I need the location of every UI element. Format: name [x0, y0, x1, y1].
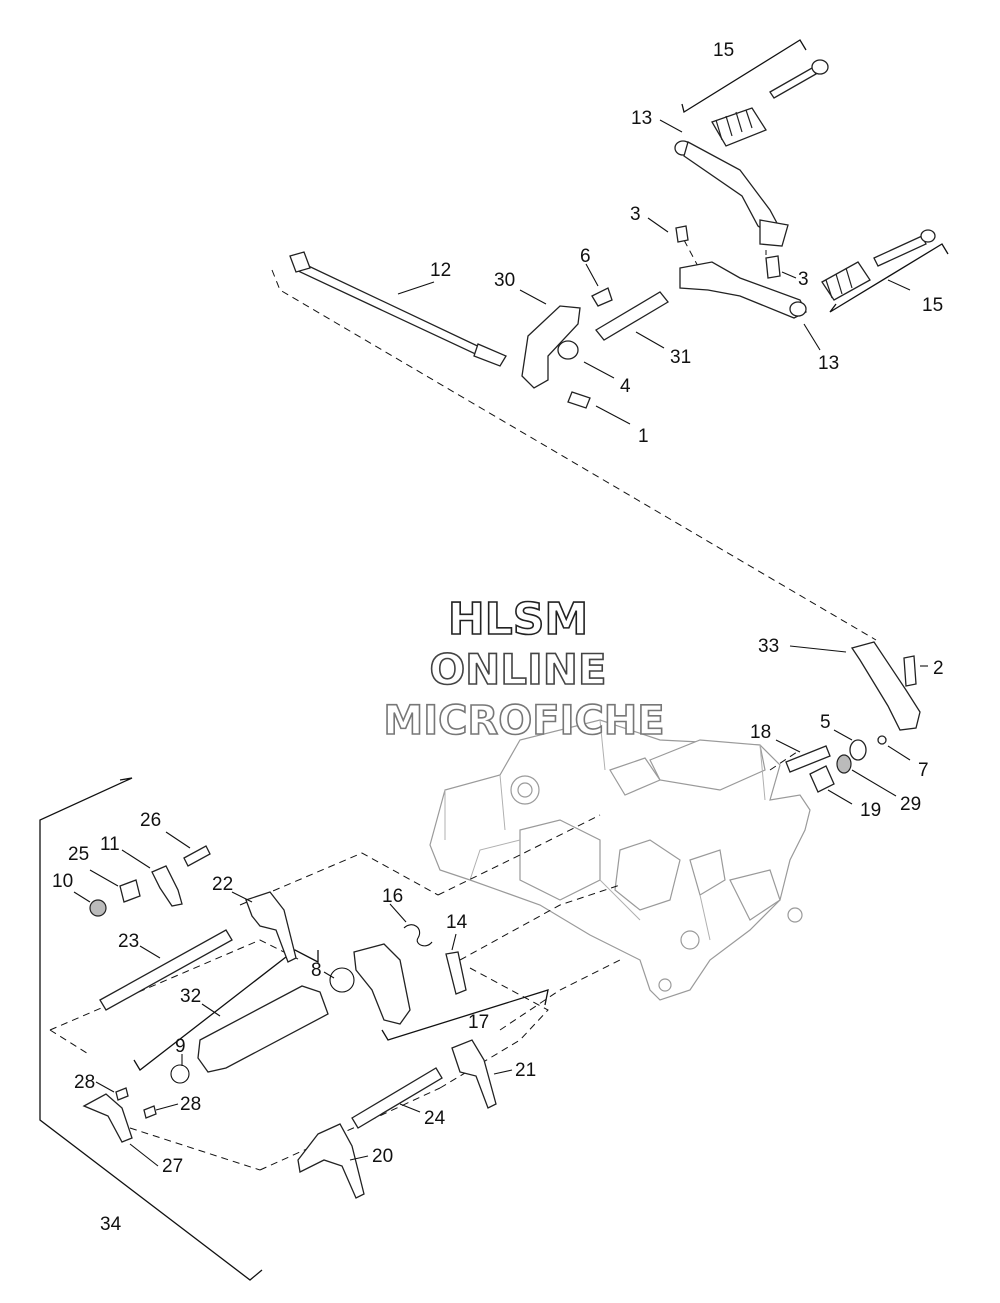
bushing-19	[809, 765, 835, 793]
bolt-18	[785, 745, 831, 773]
bolt-1	[567, 391, 591, 409]
shift-lever-13-lower	[679, 261, 807, 319]
shaft-31	[595, 291, 669, 341]
clip-7	[877, 735, 887, 745]
nut-10	[89, 899, 107, 917]
callout-33: 33	[758, 636, 779, 657]
callout-21: 21	[515, 1060, 536, 1081]
callout-25: 25	[68, 844, 89, 865]
callout-20: 20	[372, 1146, 393, 1167]
shift-lever-13-upper	[674, 140, 789, 247]
bushing-4	[557, 340, 579, 360]
nut-6	[591, 287, 613, 307]
shifter-lever-30	[521, 305, 581, 389]
transmission-housing-outline	[429, 719, 811, 1001]
fork-shaft-24	[351, 1067, 443, 1129]
shift-fork-20	[297, 1123, 365, 1199]
callout-13-upper: 13	[631, 108, 652, 129]
callout-8: 8	[311, 960, 322, 981]
bolt-2	[903, 655, 917, 687]
retainer-plate-27	[82, 1093, 133, 1143]
seal-29	[836, 754, 852, 774]
callout-9: 9	[175, 1036, 186, 1057]
callout-3-upper: 3	[630, 204, 641, 225]
callout-labels: 15 13 3 3 15 13 6 30 12 31 4 1 33 2 5 18…	[52, 40, 944, 1235]
callout-14: 14	[446, 912, 468, 933]
callout-18: 18	[750, 722, 771, 743]
shift-shaft-17	[353, 943, 411, 1025]
callout-23: 23	[118, 931, 139, 952]
callout-22: 22	[212, 874, 233, 895]
pawl-14	[445, 951, 467, 995]
bolt-3-upper	[675, 225, 689, 243]
detent-arm-11	[151, 865, 183, 907]
callout-26: 26	[140, 810, 161, 831]
sleeve-25	[119, 879, 141, 903]
footpeg-15-lower	[821, 229, 936, 301]
callout-4: 4	[620, 376, 631, 397]
callout-5: 5	[820, 712, 831, 733]
ring-9	[170, 1064, 190, 1084]
callout-7: 7	[918, 760, 929, 781]
callout-13-lower: 13	[818, 353, 839, 374]
callout-24: 24	[424, 1108, 446, 1129]
callout-brackets	[39, 39, 949, 1281]
spring-16	[403, 924, 433, 947]
callout-28-lower: 28	[180, 1094, 201, 1115]
shift-arm-33	[850, 641, 921, 731]
callout-16: 16	[382, 886, 403, 907]
leader-lines	[73, 119, 928, 1167]
callout-29: 29	[900, 794, 921, 815]
watermark-line2: ONLINE	[429, 645, 606, 694]
callout-11: 11	[100, 834, 120, 855]
parts	[82, 59, 936, 1199]
washer-5	[849, 739, 867, 761]
callout-10: 10	[52, 871, 73, 892]
shift-fork-22	[245, 891, 297, 963]
callout-15-upper: 15	[713, 40, 734, 61]
callout-30: 30	[494, 270, 515, 291]
callout-15-lower: 15	[922, 295, 943, 316]
callout-28-upper: 28	[74, 1072, 95, 1093]
screw-28-lower	[143, 1105, 157, 1119]
watermark-line1: HLSM	[448, 594, 588, 645]
bolt-3-lower	[765, 255, 781, 279]
bolt-26	[183, 845, 211, 867]
callout-1: 1	[638, 426, 649, 447]
shift-rod-12	[289, 251, 507, 367]
callout-31: 31	[670, 347, 691, 368]
fork-shaft-23	[99, 929, 233, 1011]
shift-fork-21	[451, 1039, 497, 1109]
callout-27: 27	[162, 1156, 183, 1177]
footpeg-15-upper	[711, 59, 829, 147]
callout-34: 34	[100, 1214, 122, 1235]
ring-8	[329, 967, 355, 993]
watermark: HLSM ONLINE MICROFICHE	[383, 593, 666, 745]
callout-3-lower: 3	[798, 269, 809, 290]
callout-19: 19	[860, 800, 881, 821]
callout-17: 17	[468, 1012, 489, 1033]
assembly-guide-lines	[49, 239, 877, 1171]
shift-drum-32	[197, 985, 329, 1073]
callout-2: 2	[933, 658, 944, 679]
watermark-line3: MICROFICHE	[383, 698, 664, 744]
screw-28-upper	[115, 1087, 129, 1101]
callout-32: 32	[180, 986, 201, 1007]
callout-6: 6	[580, 246, 591, 267]
callout-12: 12	[430, 260, 451, 281]
